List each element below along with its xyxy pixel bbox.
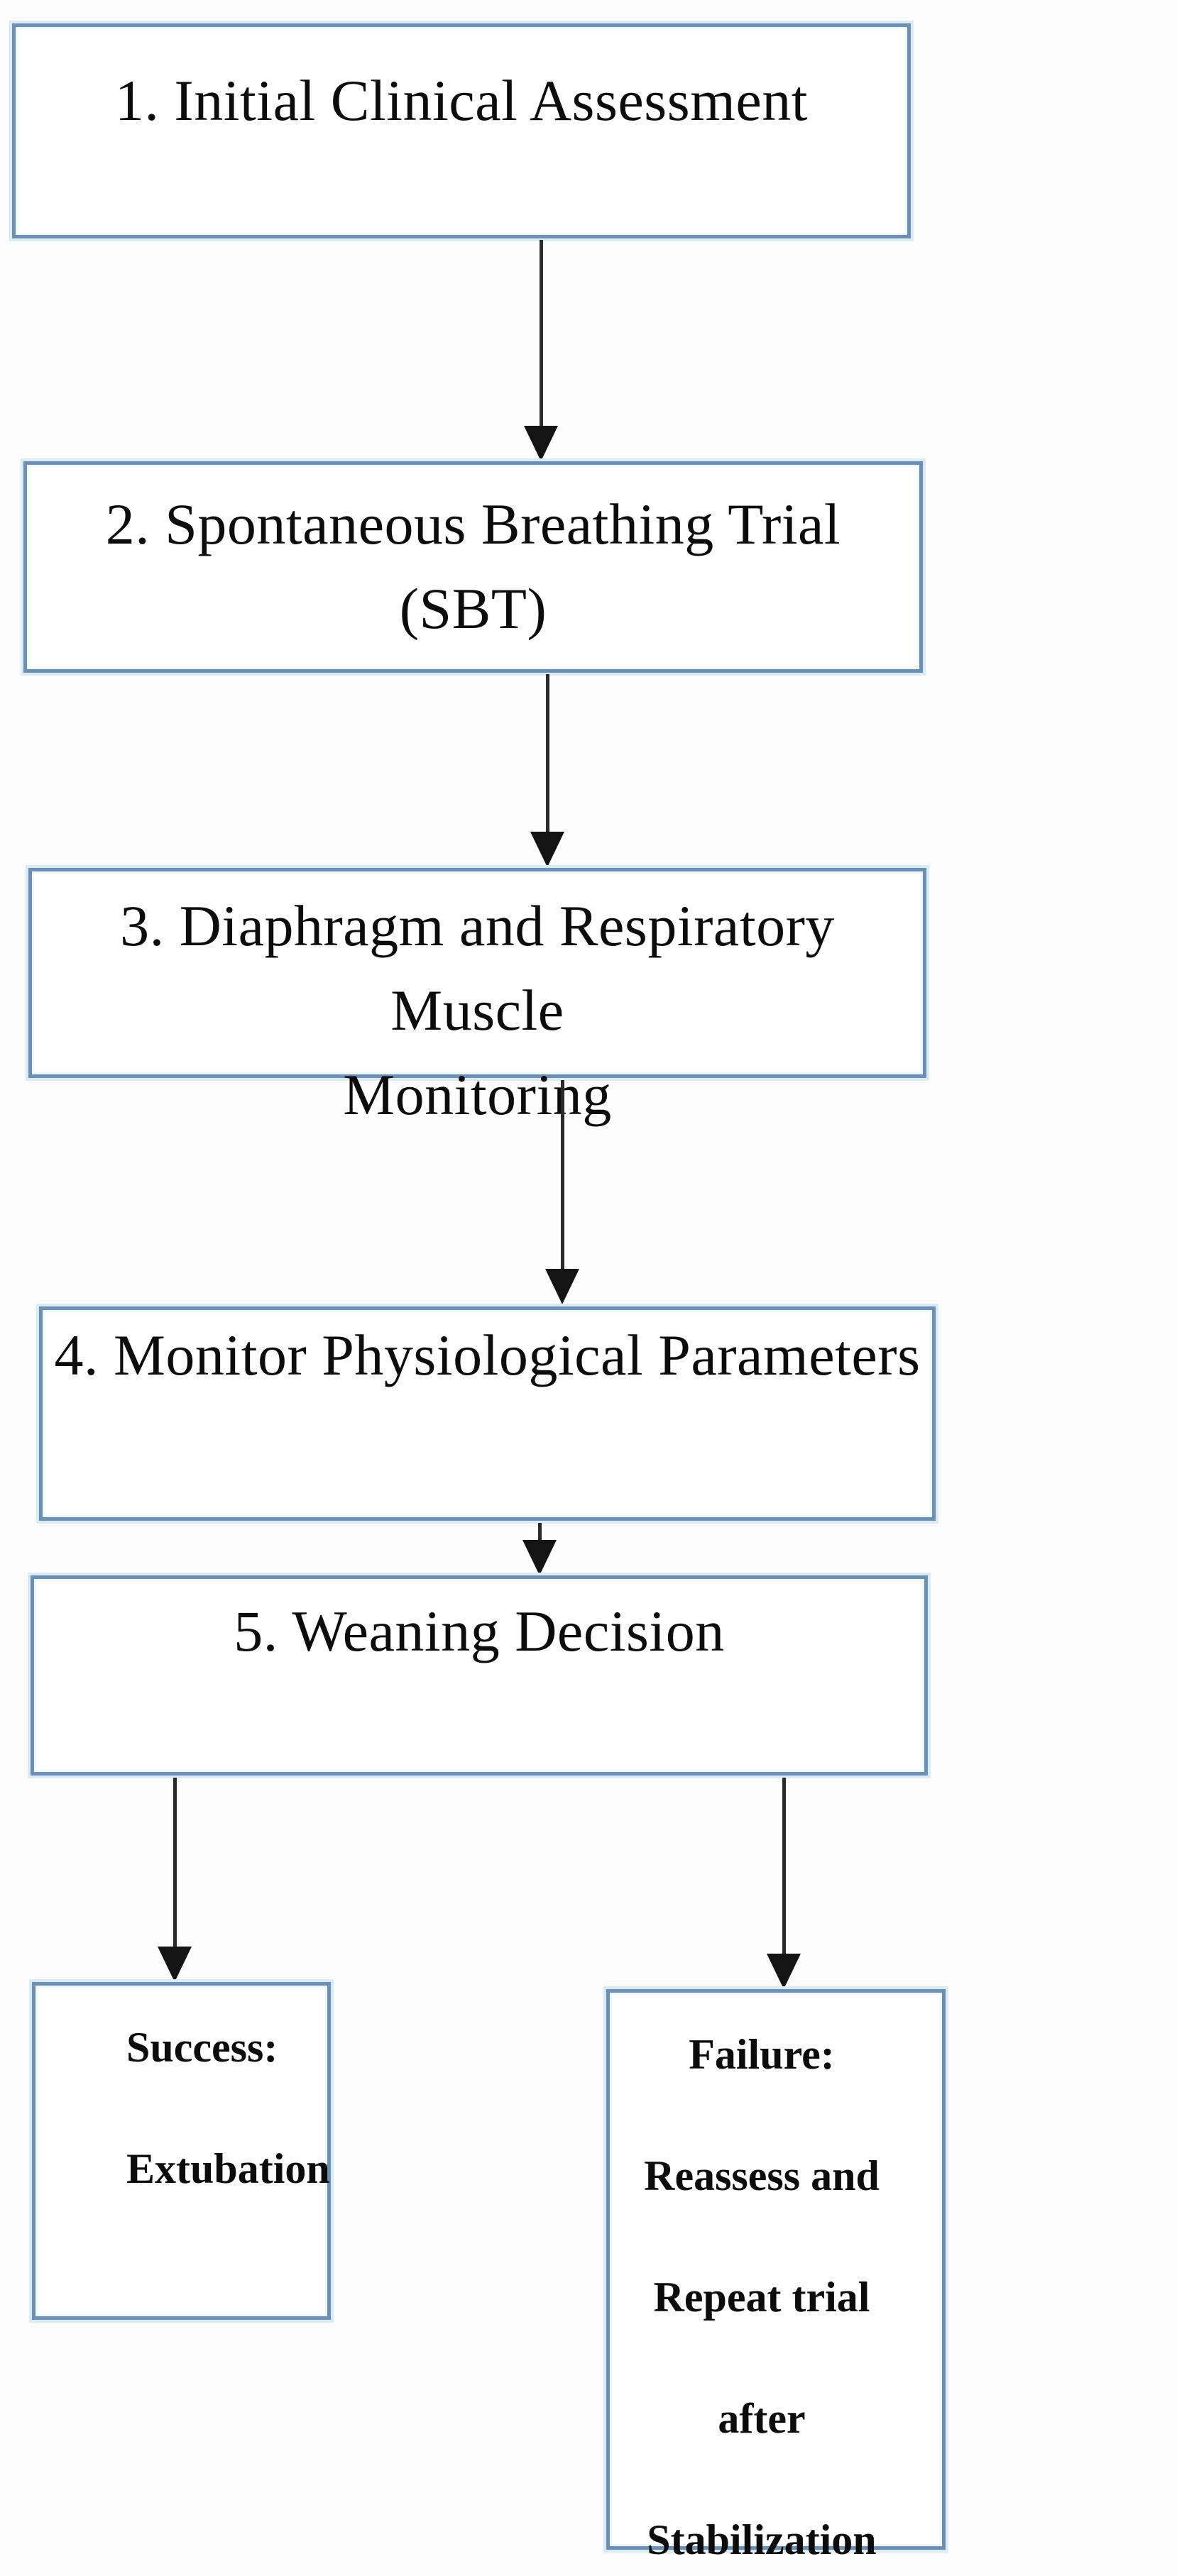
- outcome-failure-action-line1: Reassess and: [644, 2152, 880, 2199]
- arrow-step2-step3: [530, 674, 564, 867]
- arrow-down-icon: [524, 426, 558, 461]
- flow-step-3-box: 3. Diaphragm and Respiratory Muscle Moni…: [28, 868, 926, 1127]
- flow-step-1-label: 1. Initial Clinical Assessment: [114, 68, 809, 133]
- flow-step-1-box: 1. Initial Clinical Assessment: [12, 23, 911, 238]
- flow-step-2-box: 2. Spontaneous Breathing Trial (SBT): [23, 461, 923, 673]
- connector-line: [173, 1778, 177, 1947]
- flow-step-5-box: 5. Weaning Decision: [31, 1575, 928, 1776]
- connector-line: [539, 240, 543, 426]
- arrow-down-icon: [545, 1269, 579, 1304]
- flow-step-5-label: 5. Weaning Decision: [234, 1599, 725, 1663]
- arrow-step5-failure: [767, 1778, 801, 1989]
- connector-line: [782, 1778, 786, 1954]
- outcome-failure-title: Failure:: [689, 2031, 835, 2078]
- flow-step-2-label: 2. Spontaneous Breathing Trial (SBT): [105, 492, 841, 641]
- arrow-down-icon: [767, 1954, 801, 1989]
- outcome-success-title: Success:: [126, 2024, 278, 2071]
- arrow-down-icon: [530, 832, 564, 867]
- arrow-step5-success: [158, 1778, 192, 1982]
- arrow-down-icon: [158, 1947, 192, 1982]
- outcome-success-action: Extubation: [126, 2145, 330, 2192]
- arrow-step3-step4: [545, 1080, 579, 1304]
- arrow-down-icon: [522, 1540, 557, 1575]
- flow-step-3-label-line2: Monitoring: [343, 1062, 612, 1127]
- flow-step-3-label-line1: 3. Diaphragm and Respiratory Muscle: [120, 893, 835, 1042]
- flow-step-4-box: 4. Monitor Physiological Parameters: [39, 1306, 936, 1521]
- outcome-success-box: Success: Extubation: [32, 1982, 331, 2320]
- arrow-step4-step5: [522, 1523, 557, 1575]
- connector-line: [545, 674, 549, 832]
- flow-step-4-label: 4. Monitor Physiological Parameters: [54, 1323, 921, 1387]
- outcome-failure-action-line3: Stabilization: [647, 2516, 877, 2563]
- connector-line: [560, 1080, 564, 1269]
- arrow-step1-step2: [524, 240, 558, 461]
- connector-line: [537, 1523, 542, 1540]
- outcome-failure-box: Failure: Reassess and Repeat trial after…: [606, 1989, 946, 2563]
- outcome-failure-action-line2: Repeat trial after: [653, 2274, 870, 2442]
